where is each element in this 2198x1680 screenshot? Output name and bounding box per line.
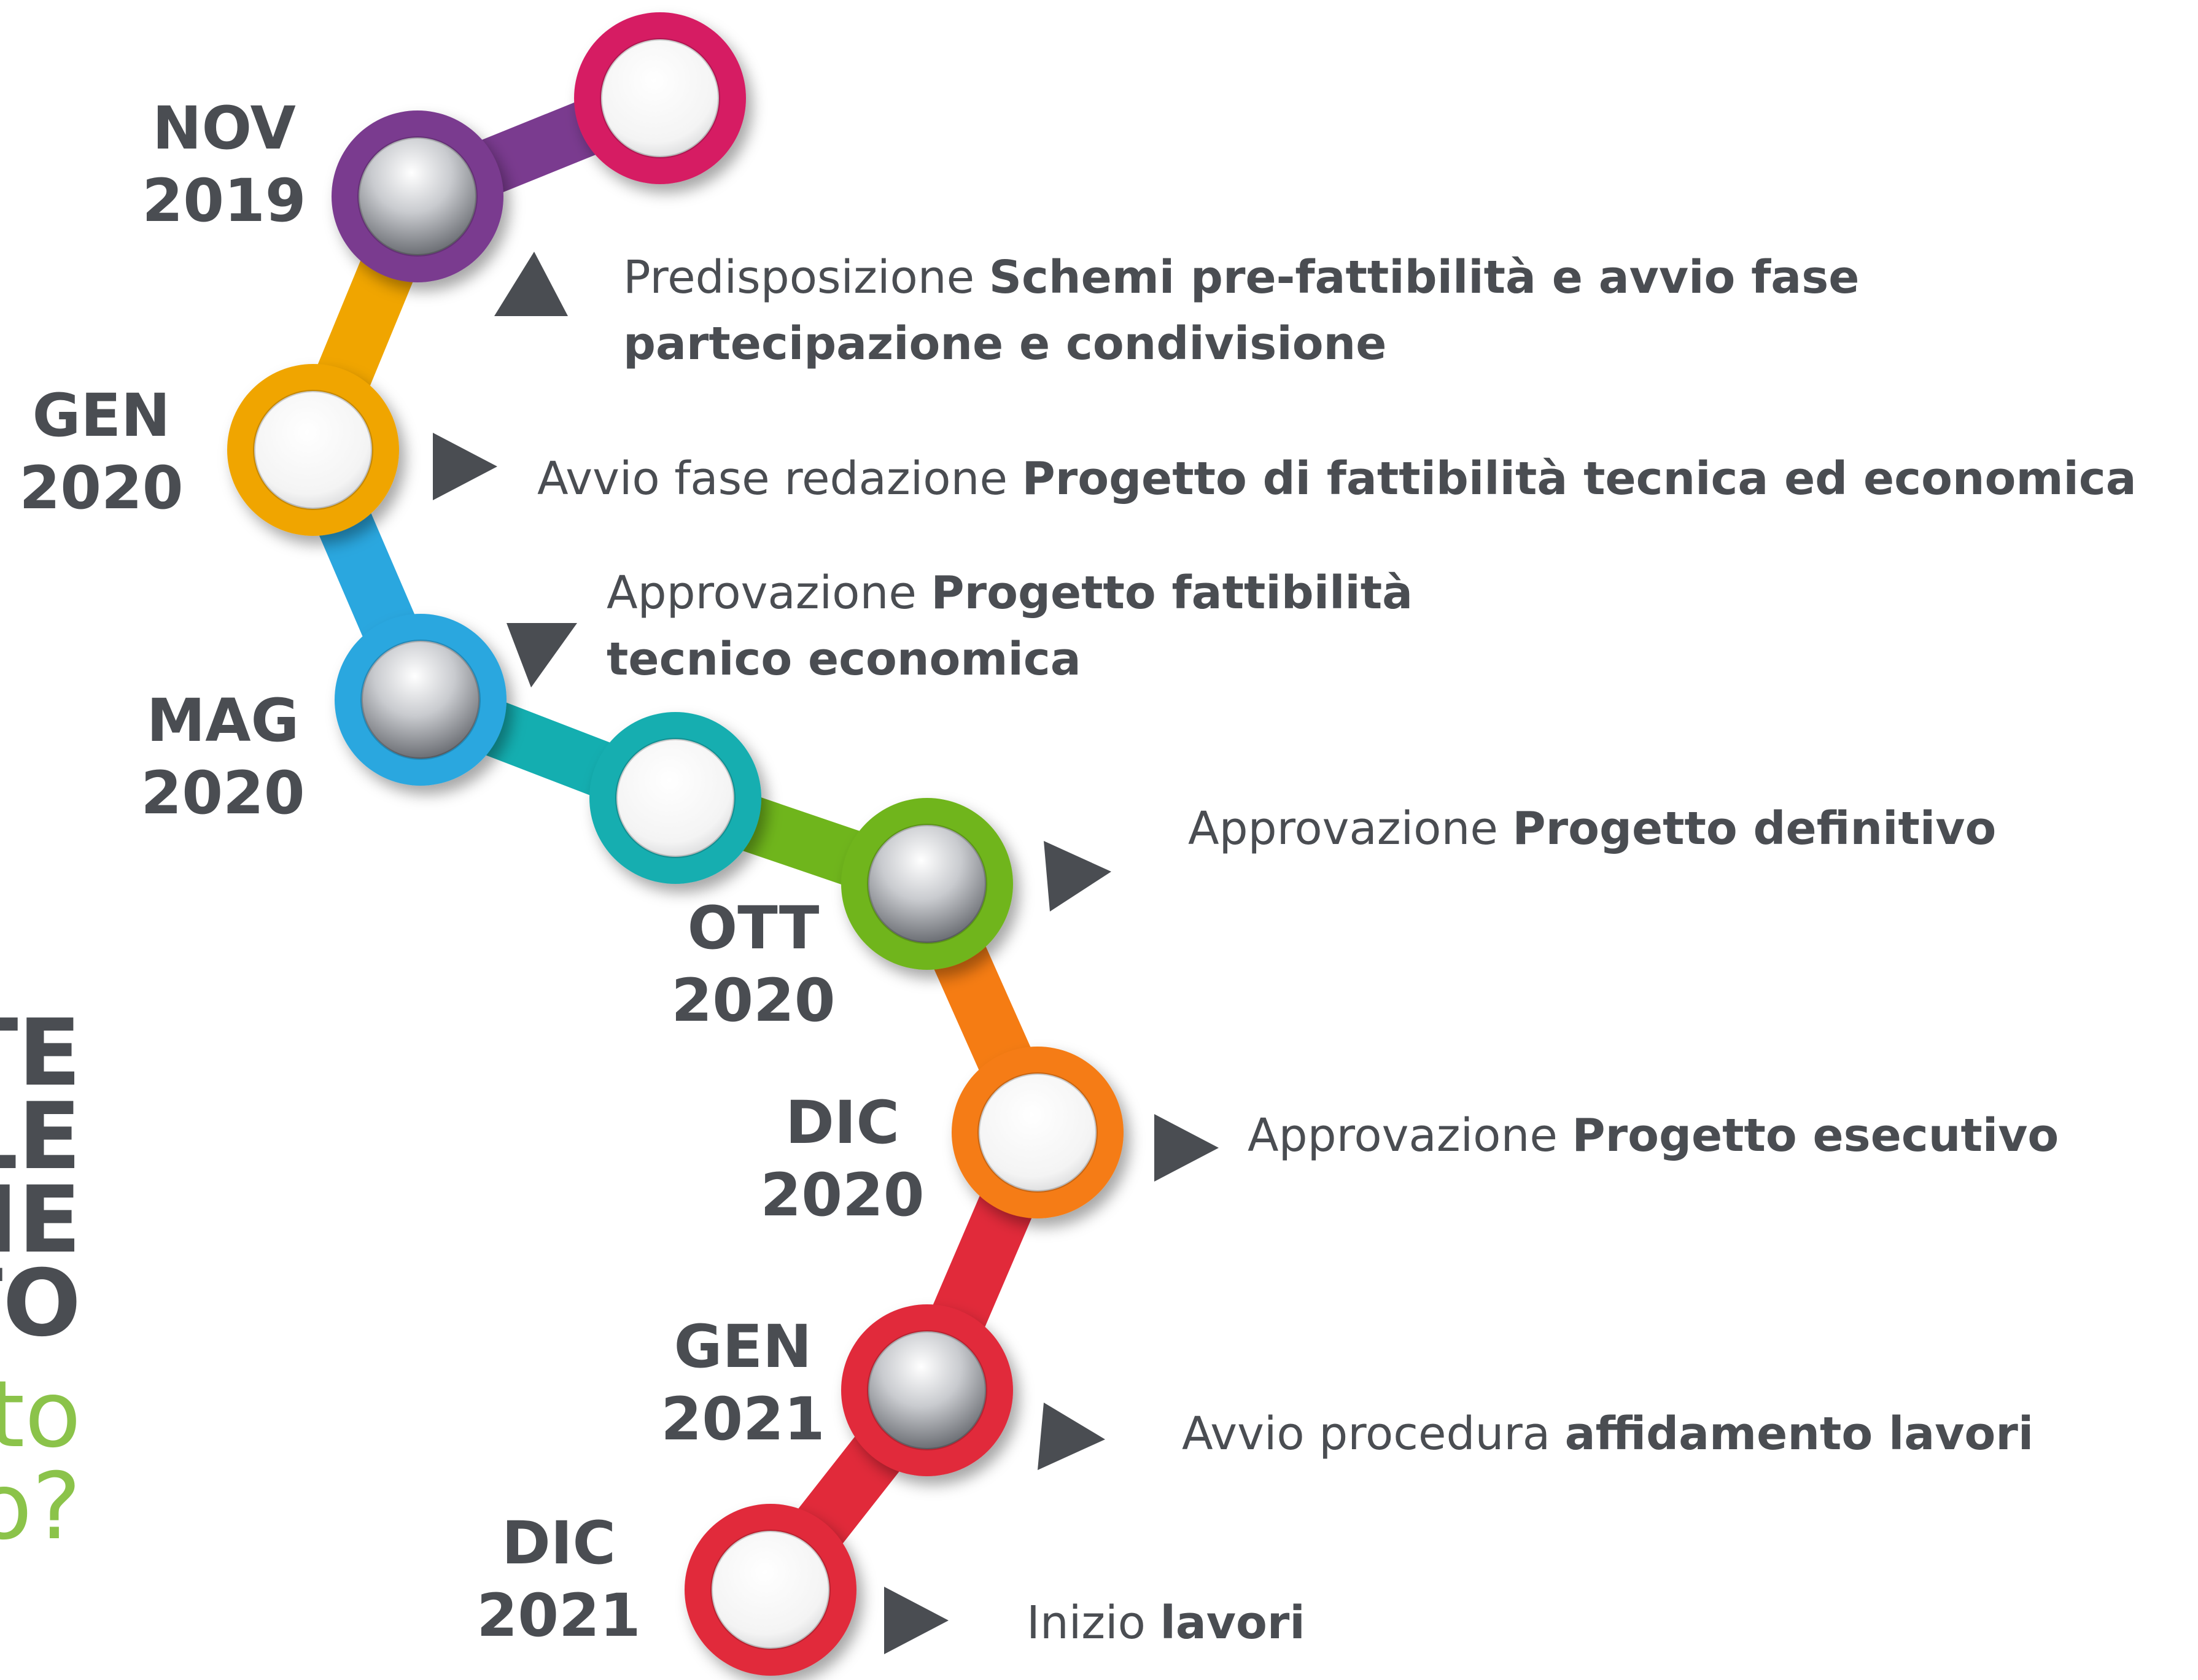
milestone-description-1: Predisposizione Schemi pre-fattibilità e… bbox=[623, 244, 1859, 377]
date-month: NOV bbox=[152, 94, 296, 163]
timeline-node-ott-teal bbox=[589, 712, 761, 884]
timeline-node-ott-2020 bbox=[841, 798, 1013, 970]
date-month: MAG bbox=[146, 686, 300, 755]
description-text: Inizio bbox=[1027, 1597, 1160, 1649]
arrow-right-icon bbox=[884, 1587, 949, 1654]
milestone-description-5: Approvazione Progetto esecutivo bbox=[1248, 1102, 2059, 1169]
milestone-description-4: Approvazione Progetto definitivo bbox=[1188, 795, 1996, 862]
description-bold-text: affidamento lavori bbox=[1564, 1407, 2034, 1460]
node-center bbox=[615, 738, 736, 858]
side-heading-line: LE bbox=[0, 1083, 81, 1190]
node-center bbox=[253, 390, 373, 510]
timeline-node-dic-2020 bbox=[952, 1047, 1124, 1218]
side-heading-line: TO bbox=[0, 1250, 81, 1357]
arrow-down-icon bbox=[507, 623, 577, 687]
date-month: GEN bbox=[674, 1312, 812, 1381]
description-text: Approvazione bbox=[1188, 802, 1513, 855]
date-year: 2019 bbox=[142, 166, 306, 235]
description-text: Avvio fase redazione bbox=[537, 452, 1022, 505]
date-label-dic-2021: DIC 2021 bbox=[457, 1507, 660, 1652]
description-bold-text: Schemi pre-fattibilità e avvio fase bbox=[988, 251, 1860, 304]
date-year: 2020 bbox=[141, 759, 305, 827]
description-bold-text: Progetto di fattibilità tecnica ed econo… bbox=[1022, 452, 2137, 505]
date-month: DIC bbox=[785, 1088, 899, 1157]
milestone-description-3: Approvazione Progetto fattibilità tecnic… bbox=[607, 560, 1413, 692]
date-year: 2021 bbox=[661, 1385, 825, 1454]
description-text: Predisposizione bbox=[623, 251, 989, 304]
timeline-arrows bbox=[433, 252, 1219, 1654]
description-text: Avvio procedura bbox=[1182, 1407, 1565, 1460]
node-center bbox=[977, 1072, 1098, 1193]
arrow-right-icon bbox=[1154, 1114, 1219, 1182]
node-center bbox=[600, 38, 720, 158]
timeline-node-nov-2019 bbox=[332, 110, 503, 282]
timeline-node-dic-2021 bbox=[685, 1504, 856, 1676]
date-label-gen-2020: GEN 2020 bbox=[0, 379, 203, 524]
date-year: 2020 bbox=[19, 454, 184, 522]
arrow-right-icon bbox=[1044, 841, 1111, 912]
description-bold-text: Progetto fattibilità bbox=[931, 567, 1413, 619]
arrow-up-icon bbox=[494, 252, 568, 316]
date-year: 2021 bbox=[476, 1581, 641, 1650]
date-label-gen-2021: GEN 2021 bbox=[642, 1310, 844, 1455]
node-center bbox=[360, 640, 481, 760]
timeline-nodes bbox=[227, 12, 1124, 1676]
date-year: 2020 bbox=[671, 966, 836, 1035]
date-label-dic-2020: DIC 2020 bbox=[741, 1086, 944, 1231]
side-heading-cropped: TE LE ME TO bbox=[0, 1000, 81, 1357]
date-year: 2020 bbox=[760, 1161, 925, 1229]
node-center bbox=[867, 824, 987, 944]
node-center bbox=[710, 1530, 831, 1650]
description-bold-text: lavori bbox=[1160, 1597, 1305, 1649]
description-bold-text-line2: tecnico economica bbox=[607, 633, 1081, 686]
arrow-right-icon bbox=[1038, 1403, 1105, 1470]
side-question-cropped: to o? bbox=[0, 1369, 81, 1553]
description-bold-text-line2: partecipazione e condivisione bbox=[623, 317, 1387, 370]
date-label-mag-2020: MAG 2020 bbox=[122, 684, 324, 829]
side-heading-line: TE bbox=[0, 1000, 81, 1107]
side-heading-line: ME bbox=[0, 1167, 81, 1274]
timeline-node-gen-2020 bbox=[227, 364, 399, 536]
date-month: GEN bbox=[32, 381, 171, 450]
description-text: Approvazione bbox=[1248, 1109, 1572, 1162]
description-bold-text: Progetto definitivo bbox=[1512, 802, 1997, 855]
description-text: Approvazione bbox=[607, 567, 931, 619]
side-question-line: to bbox=[0, 1361, 81, 1468]
timeline-node-top bbox=[574, 12, 746, 184]
node-center bbox=[867, 1330, 987, 1450]
arrow-right-icon bbox=[433, 433, 497, 500]
milestone-description-2: Avvio fase redazione Progetto di fattibi… bbox=[537, 446, 2137, 512]
timeline-node-gen-2021 bbox=[841, 1304, 1013, 1476]
date-month: DIC bbox=[502, 1509, 616, 1577]
description-bold-text: Progetto esecutivo bbox=[1572, 1109, 2059, 1162]
date-label-ott-2020: OTT 2020 bbox=[652, 892, 855, 1037]
timeline-node-mag-2020 bbox=[335, 614, 507, 786]
milestone-description-7: Inizio lavori bbox=[1027, 1590, 1305, 1656]
milestone-description-6: Avvio procedura affidamento lavori bbox=[1182, 1401, 2033, 1467]
side-question-line: o? bbox=[0, 1454, 81, 1560]
date-month: OTT bbox=[687, 894, 820, 962]
node-center bbox=[357, 136, 478, 257]
date-label-nov-2019: NOV 2019 bbox=[123, 92, 325, 237]
